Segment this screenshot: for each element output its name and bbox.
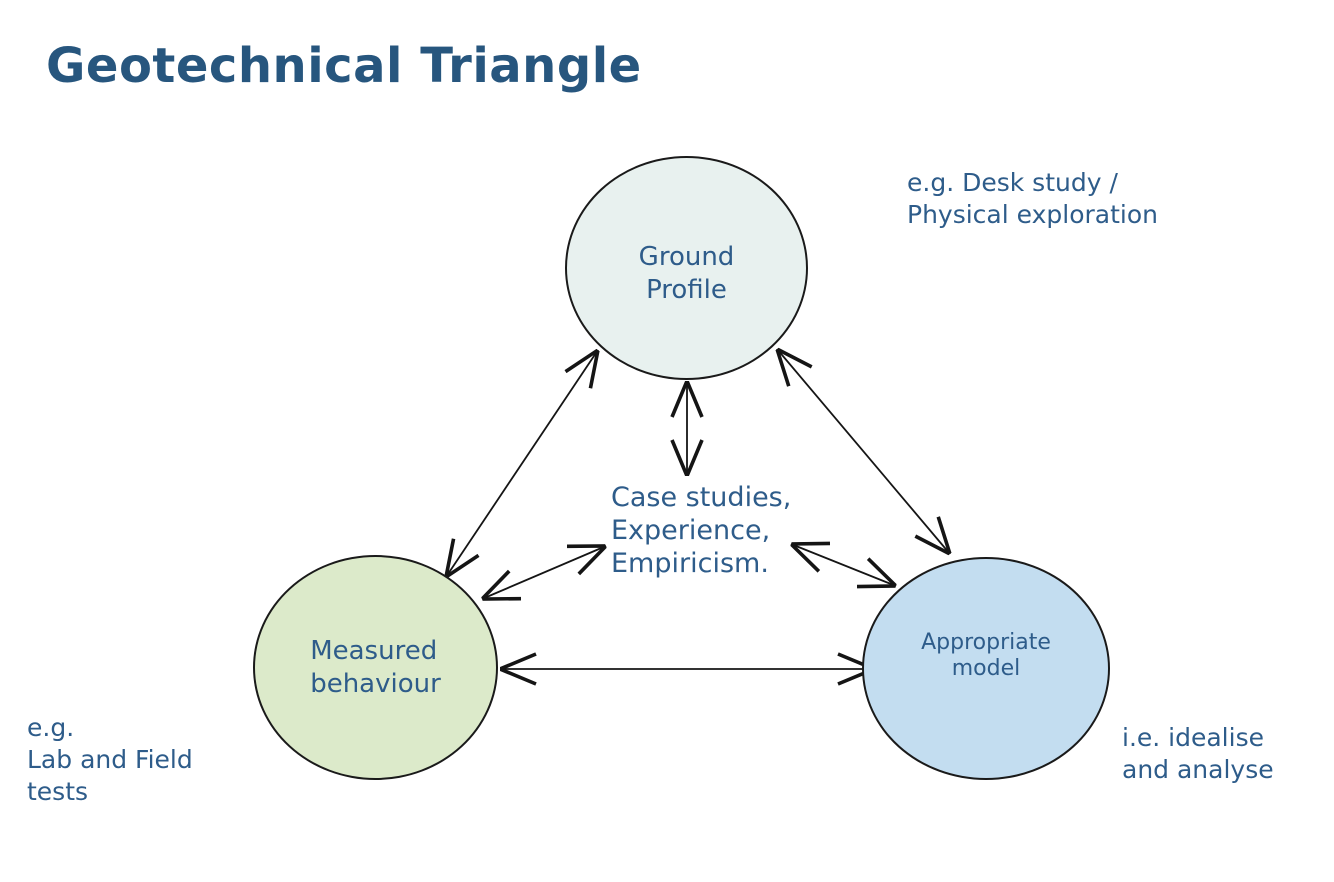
arrow-ground-measured <box>446 350 598 577</box>
node-measured-behaviour-label: Measured behaviour <box>310 635 441 699</box>
node-ground-profile-label: Ground Profile <box>638 242 735 305</box>
node-appropriate-model: Appropriate model <box>862 557 1110 780</box>
node-measured-behaviour: Measured behaviour <box>253 555 498 780</box>
page-title: Geotechnical Triangle <box>46 38 642 94</box>
node-ground-profile: Ground Profile <box>565 156 808 380</box>
center-note: Case studies, Experience, Empiricism. <box>611 482 792 579</box>
arrow-ground-model <box>777 349 950 554</box>
annotation-ground-profile: e.g. Desk study / Physical exploration <box>907 168 1158 229</box>
arrow-centernote-measured <box>482 546 606 599</box>
arrow-centernote-model <box>791 544 896 586</box>
annotation-appropriate-model: i.e. idealise and analyse <box>1122 723 1274 784</box>
node-appropriate-model-label: Appropriate model <box>921 629 1051 681</box>
annotation-measured-behaviour: e.g. Lab and Field tests <box>27 713 193 806</box>
